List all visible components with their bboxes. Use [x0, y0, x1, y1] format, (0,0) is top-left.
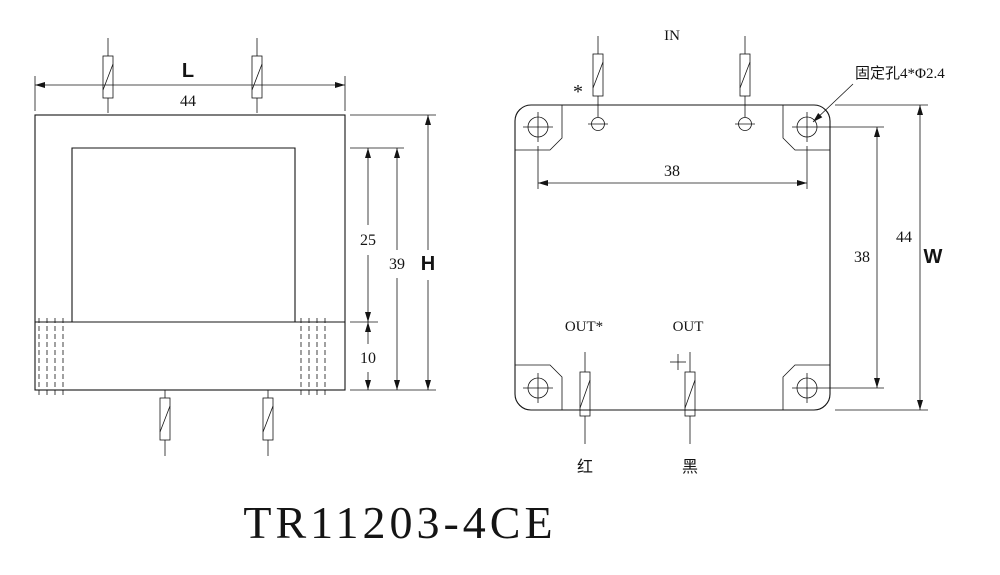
out-star-label: OUT* — [565, 319, 603, 335]
mounting-hole-note: 固定孔4*Φ2.4 — [855, 65, 945, 82]
mounting-hole-top-left — [523, 112, 553, 142]
left-view-hidden-pins — [38, 318, 326, 397]
left-view-bottom-terminal-1 — [159, 390, 171, 456]
dim-length-letter: L — [182, 60, 194, 82]
out-label: OUT — [673, 319, 704, 335]
input-terminal-1 — [592, 36, 604, 117]
input-pin-hole-1 — [588, 117, 608, 131]
output-terminal-1 — [579, 352, 591, 444]
dimension-heights: 25 39 H 10 — [350, 114, 436, 391]
dim-depth-letter: W — [924, 246, 943, 268]
dimension-hole-spacing-x: 38 — [537, 146, 808, 189]
dim-hole-spacing-y-value: 38 — [854, 249, 870, 266]
input-terminal-2 — [739, 36, 751, 117]
left-view-body-outline — [34, 114, 346, 391]
output-terminal-2 — [684, 352, 696, 444]
left-view: L 44 25 39 H 10 — [34, 38, 436, 456]
left-view-bottom-terminal-2 — [262, 390, 274, 456]
dim-length-value: 44 — [180, 93, 196, 110]
drawing-title: TR11203-4CE — [243, 497, 556, 548]
right-view-body-outline — [514, 104, 831, 411]
dim-depth-value: 44 — [896, 229, 912, 246]
dimension-depth: 44 W — [835, 104, 943, 411]
right-view-corner-tabs — [515, 105, 830, 410]
mounting-hole-callout: 固定孔4*Φ2.4 — [812, 65, 945, 123]
dim-inner-height-value: 25 — [360, 232, 376, 249]
mounting-hole-bottom-right — [792, 373, 822, 403]
mounting-hole-bottom-left — [523, 373, 553, 403]
black-wire-label: 黑 — [682, 459, 698, 476]
dimension-hole-spacing-y: 38 — [822, 126, 884, 389]
red-wire-label: 红 — [577, 458, 593, 476]
input-pin-hole-2 — [735, 117, 755, 131]
dim-height-value: 39 — [389, 256, 405, 273]
dim-height-letter: H — [421, 253, 435, 275]
in-star-mark: * — [573, 81, 583, 103]
in-label: IN — [664, 28, 680, 44]
right-view: IN * OUT* OUT 红 黑 固定孔4*Φ2.4 38 38 — [514, 28, 945, 476]
mounting-hole-top-right — [792, 112, 822, 142]
dim-hole-spacing-x-value: 38 — [664, 163, 680, 180]
dimension-length: L 44 — [34, 60, 346, 111]
output-pin-center-mark — [670, 354, 686, 370]
left-view-top-terminal-1 — [102, 38, 114, 113]
dim-skirt-height-value: 10 — [360, 350, 376, 367]
left-view-top-terminal-2 — [251, 38, 263, 113]
